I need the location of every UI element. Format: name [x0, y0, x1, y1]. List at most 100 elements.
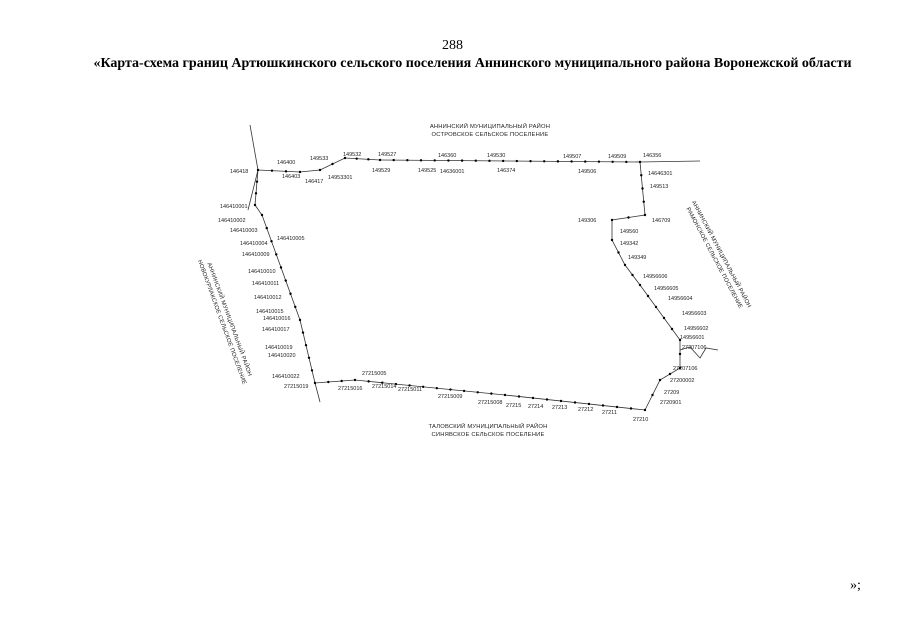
boundary-vertex [638, 283, 642, 287]
boundary-vertex [651, 393, 654, 397]
point-label: 149560 [620, 229, 638, 235]
boundary-vertex [515, 159, 519, 163]
point-label: 27215009 [438, 394, 462, 400]
point-label: 14956604 [668, 296, 692, 302]
point-label: 27210 [633, 417, 648, 423]
boundary-vertex [254, 192, 258, 195]
boundary-vertex [543, 160, 546, 163]
boundary-vertex [310, 369, 314, 372]
point-label: 146410002 [218, 218, 246, 224]
boundary-vertex [476, 391, 479, 394]
boundary-vertex [670, 327, 674, 331]
boundary-vertex [435, 386, 439, 390]
point-label: 27214 [528, 404, 543, 410]
point-label: 146410003 [230, 228, 258, 234]
point-label: 149530 [487, 153, 505, 159]
boundary-vertex [419, 159, 423, 162]
boundary-vertex [678, 366, 682, 370]
boundary-vertex [640, 174, 643, 177]
point-label: 14953301 [328, 175, 352, 181]
boundary-vertex [570, 160, 573, 163]
point-label: 27200002 [670, 378, 694, 384]
region-label-west: АННИНСКИЙ МУНИЦИПАЛЬНЫЙ РАЙОН [206, 261, 255, 377]
closing-quote: »; [850, 578, 861, 593]
boundary-vertex [381, 381, 384, 384]
point-label: 27207106 [682, 345, 706, 351]
page-number: 288 [442, 38, 463, 53]
boundary-vertex [279, 266, 283, 269]
point-label: 146410022 [272, 374, 300, 380]
point-label: 146417 [305, 179, 323, 185]
boundary-vertex [611, 160, 614, 163]
boundary-vertex [343, 156, 347, 160]
boundary-vertex [294, 305, 297, 309]
boundary-vertex [331, 162, 334, 166]
boundary-vertex [587, 402, 591, 406]
point-label: 146410004 [240, 241, 268, 247]
point-label: 146410010 [248, 269, 276, 275]
boundary-vertex [270, 169, 274, 172]
region-label-south: ТАЛОВСКИЙ МУНИЦИПАЛЬНЫЙ РАЙОН [428, 422, 547, 430]
boundary-vertex [298, 170, 302, 174]
point-label: 14956603 [682, 311, 706, 317]
boundary-vertex [284, 279, 287, 282]
point-label: 146418 [230, 169, 248, 175]
point-label: 27215016 [338, 386, 362, 392]
point-label: 149513 [650, 184, 668, 190]
boundary-vertex [556, 160, 560, 163]
point-label: 27212 [578, 407, 593, 413]
boundary-vertex [641, 187, 644, 190]
boundary-vertex [353, 378, 357, 382]
boundary-vertex [301, 331, 305, 334]
point-label: 27215019 [284, 384, 308, 390]
boundary-vertex [488, 159, 491, 163]
boundary-vertex [253, 203, 257, 207]
point-label: 14956601 [680, 335, 704, 341]
point-label: 146410017 [262, 327, 290, 333]
point-label: 27215 [506, 403, 521, 409]
point-label: 149507 [563, 154, 581, 160]
point-label: 27211 [602, 410, 617, 416]
boundary-vertex [265, 226, 268, 230]
point-label: 14956605 [654, 286, 678, 292]
point-label: 146410009 [242, 252, 270, 258]
boundary-vertex [462, 389, 466, 393]
point-label: 146410011 [252, 281, 279, 287]
point-label: 146374 [497, 168, 515, 174]
point-label: 149349 [628, 255, 646, 261]
boundary-vertex [378, 158, 382, 162]
point-label: 149532 [343, 152, 361, 158]
boundary-vertex [654, 305, 658, 309]
point-label: 146410019 [265, 345, 293, 351]
point-label: 27215005 [362, 371, 386, 377]
boundary-vertex [313, 381, 317, 385]
point-label: 149506 [578, 169, 596, 175]
boundary-vertex [260, 213, 264, 217]
boundary-vertex [559, 399, 563, 403]
boundary-vertex [531, 396, 535, 400]
boundary-vertex [501, 159, 505, 163]
boundary-vertex [617, 251, 620, 254]
adjacent-boundary-line [247, 124, 259, 211]
boundary-vertex [597, 160, 601, 163]
point-label: 27209 [664, 390, 679, 396]
boundary-vertex [474, 159, 477, 162]
boundary-vertex [289, 292, 292, 295]
boundary-vertex [643, 213, 647, 217]
boundary-vertex [460, 159, 464, 162]
boundary-vertex [643, 408, 647, 412]
boundary-vertex [433, 159, 436, 162]
point-label: 146360 [438, 153, 456, 159]
boundary-vertex [340, 379, 343, 383]
boundary-vertex [601, 404, 605, 407]
point-label: 2720901 [660, 400, 681, 406]
boundary-vertex [668, 372, 672, 376]
boundary-vertex [678, 352, 682, 356]
point-label: 146709 [652, 218, 670, 224]
point-label: 14646301 [648, 171, 672, 177]
point-label: 146403 [282, 174, 300, 180]
boundary-vertex [447, 159, 450, 162]
boundary-vertex [642, 200, 645, 203]
boundary-vertex [327, 380, 330, 384]
